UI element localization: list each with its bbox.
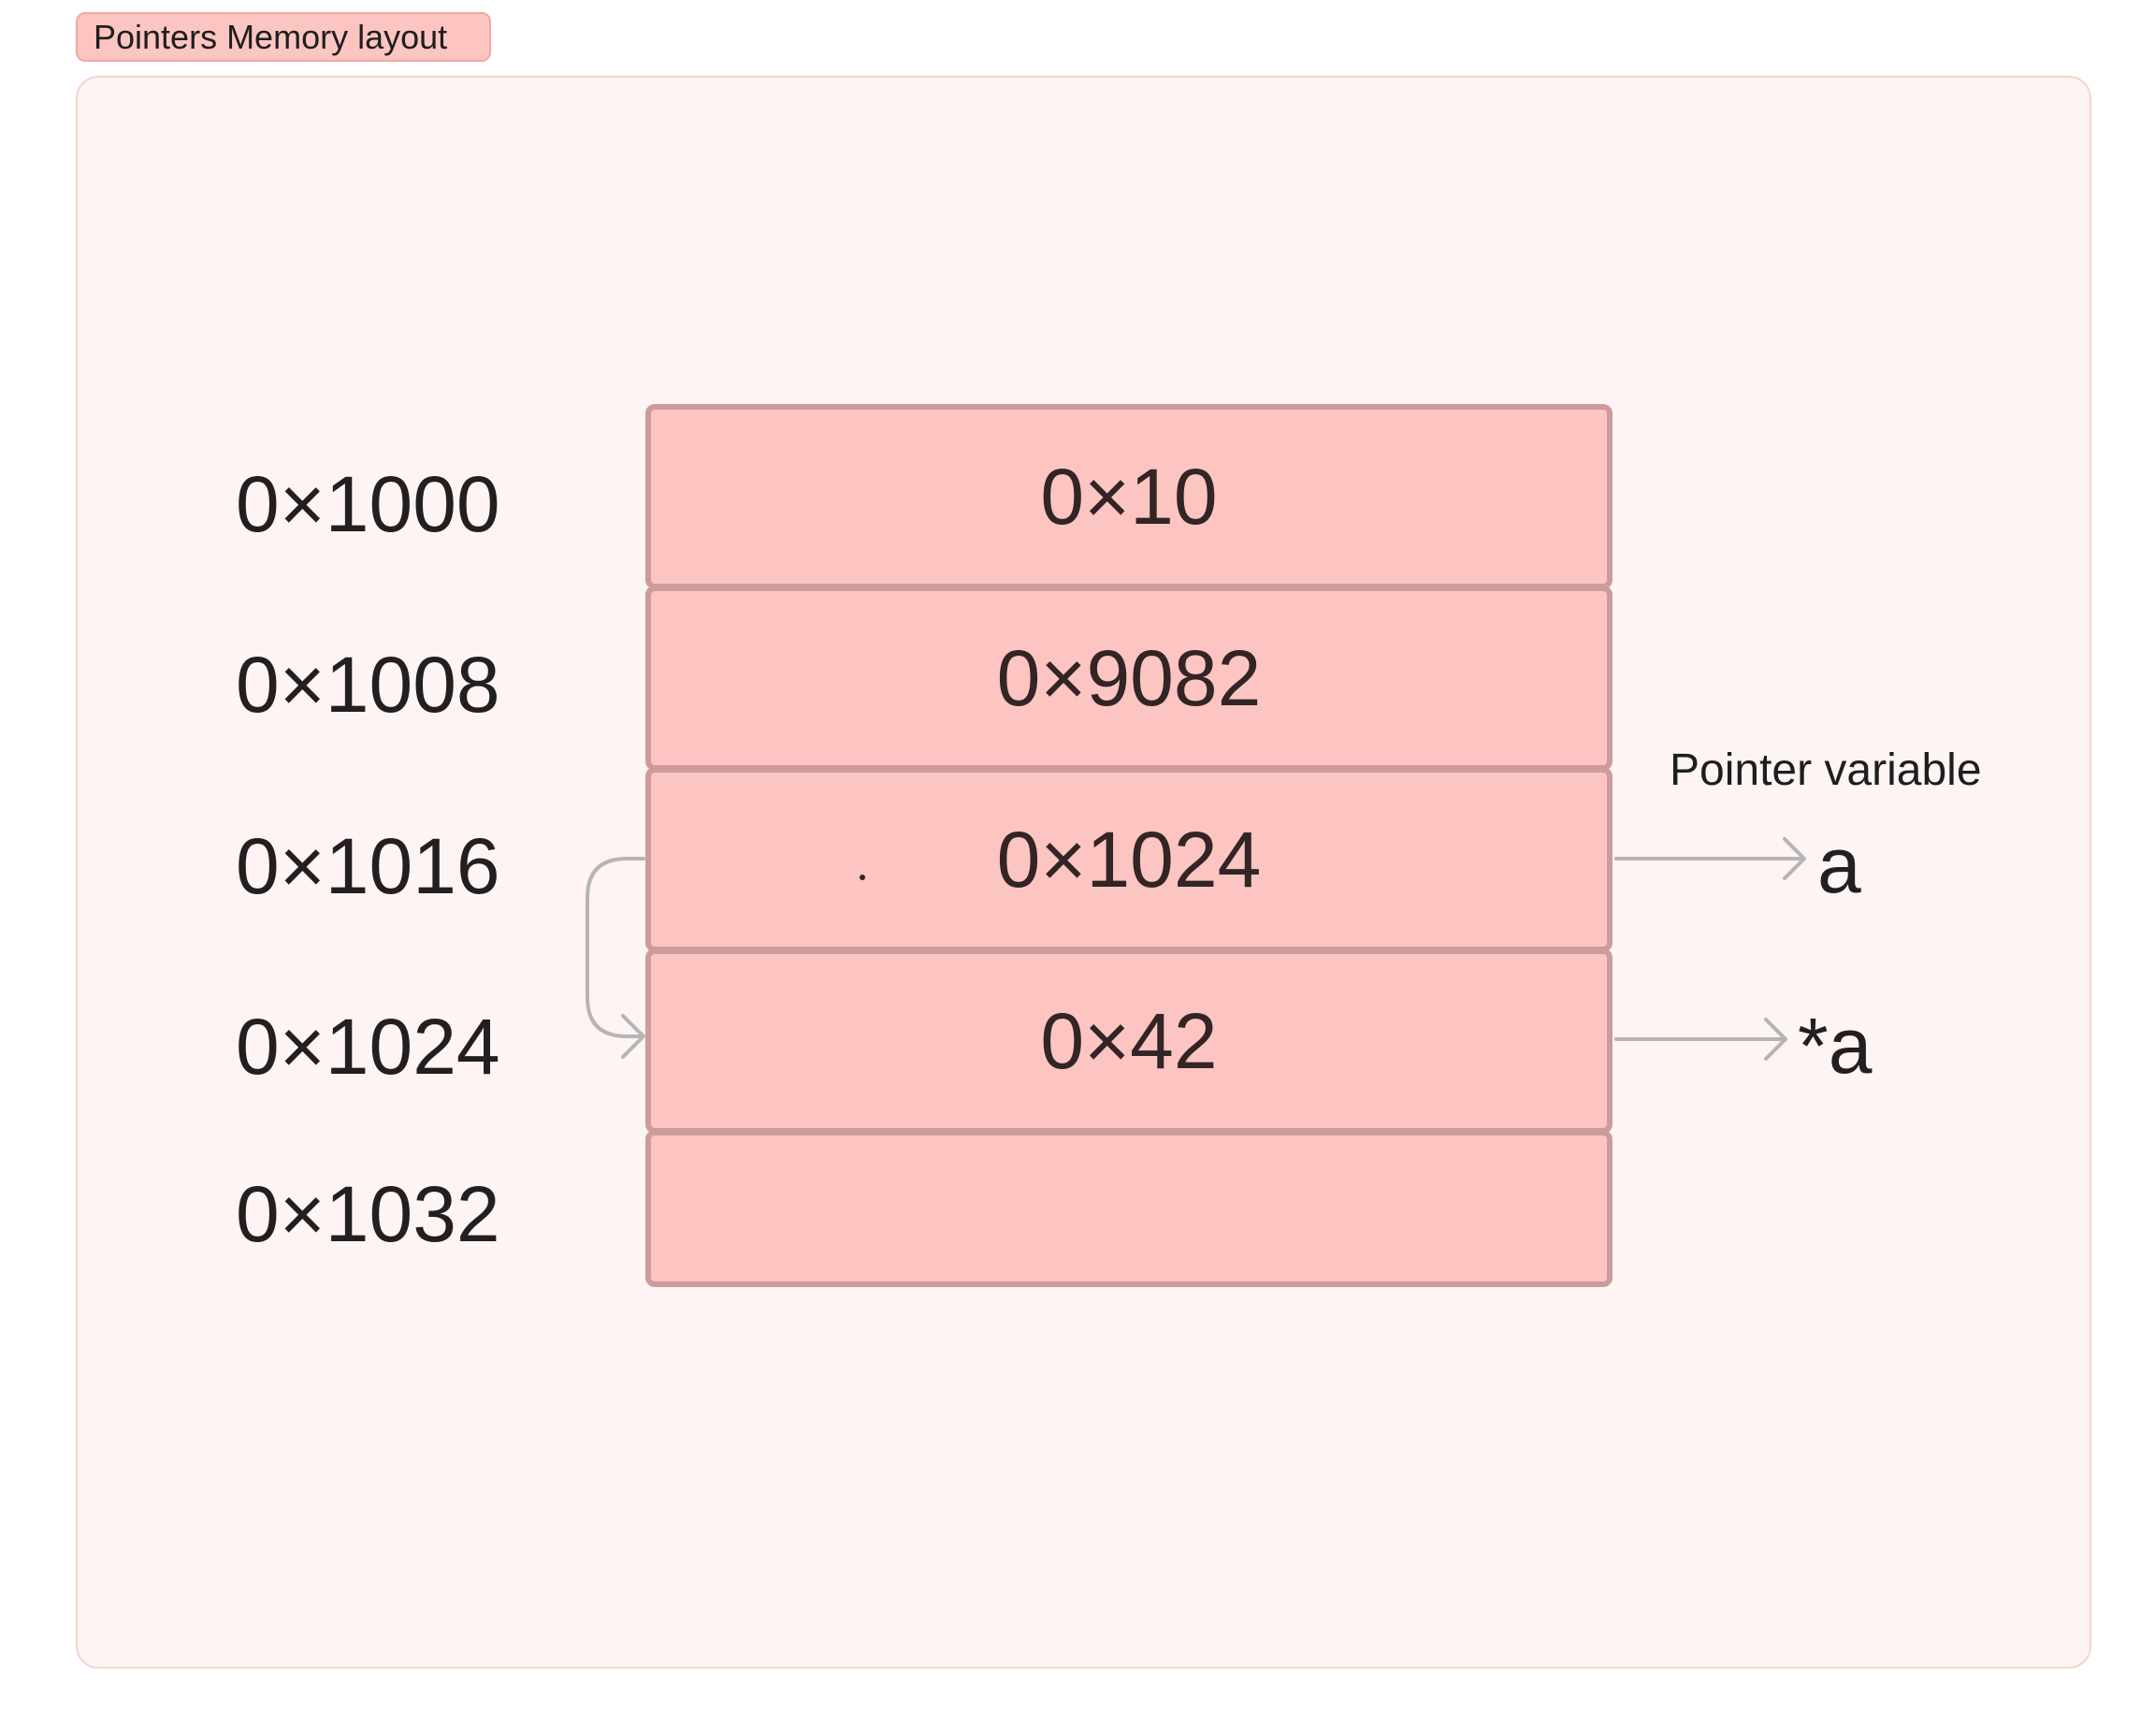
- memory-cell-value: 0×10: [1040, 452, 1218, 541]
- memory-cell-1: 0×9082: [645, 586, 1613, 771]
- frame-title[interactable]: Pointers Memory layout: [76, 12, 491, 62]
- address-label-0: 0×1000: [236, 460, 500, 548]
- memory-cell-value: 0×42: [1040, 996, 1218, 1085]
- address-label-4: 0×1032: [236, 1170, 500, 1258]
- memory-cell-0: 0×10: [645, 404, 1613, 589]
- pointer-name-label: a: [1817, 821, 1861, 909]
- pointer-variable-label: Pointer variable: [1670, 745, 1982, 795]
- memory-cell-2: 0×1024: [645, 767, 1613, 952]
- address-label-3: 0×1024: [236, 1003, 500, 1091]
- address-label-2: 0×1016: [236, 822, 500, 910]
- memory-cell-value: 0×9082: [996, 633, 1262, 722]
- memory-cell-value: 0×1024: [996, 815, 1262, 904]
- memory-cell-3: 0×42: [645, 948, 1613, 1134]
- memory-cell-4: [645, 1130, 1613, 1287]
- address-label-1: 0×1008: [236, 641, 500, 729]
- dereference-name-label: *a: [1798, 1002, 1873, 1090]
